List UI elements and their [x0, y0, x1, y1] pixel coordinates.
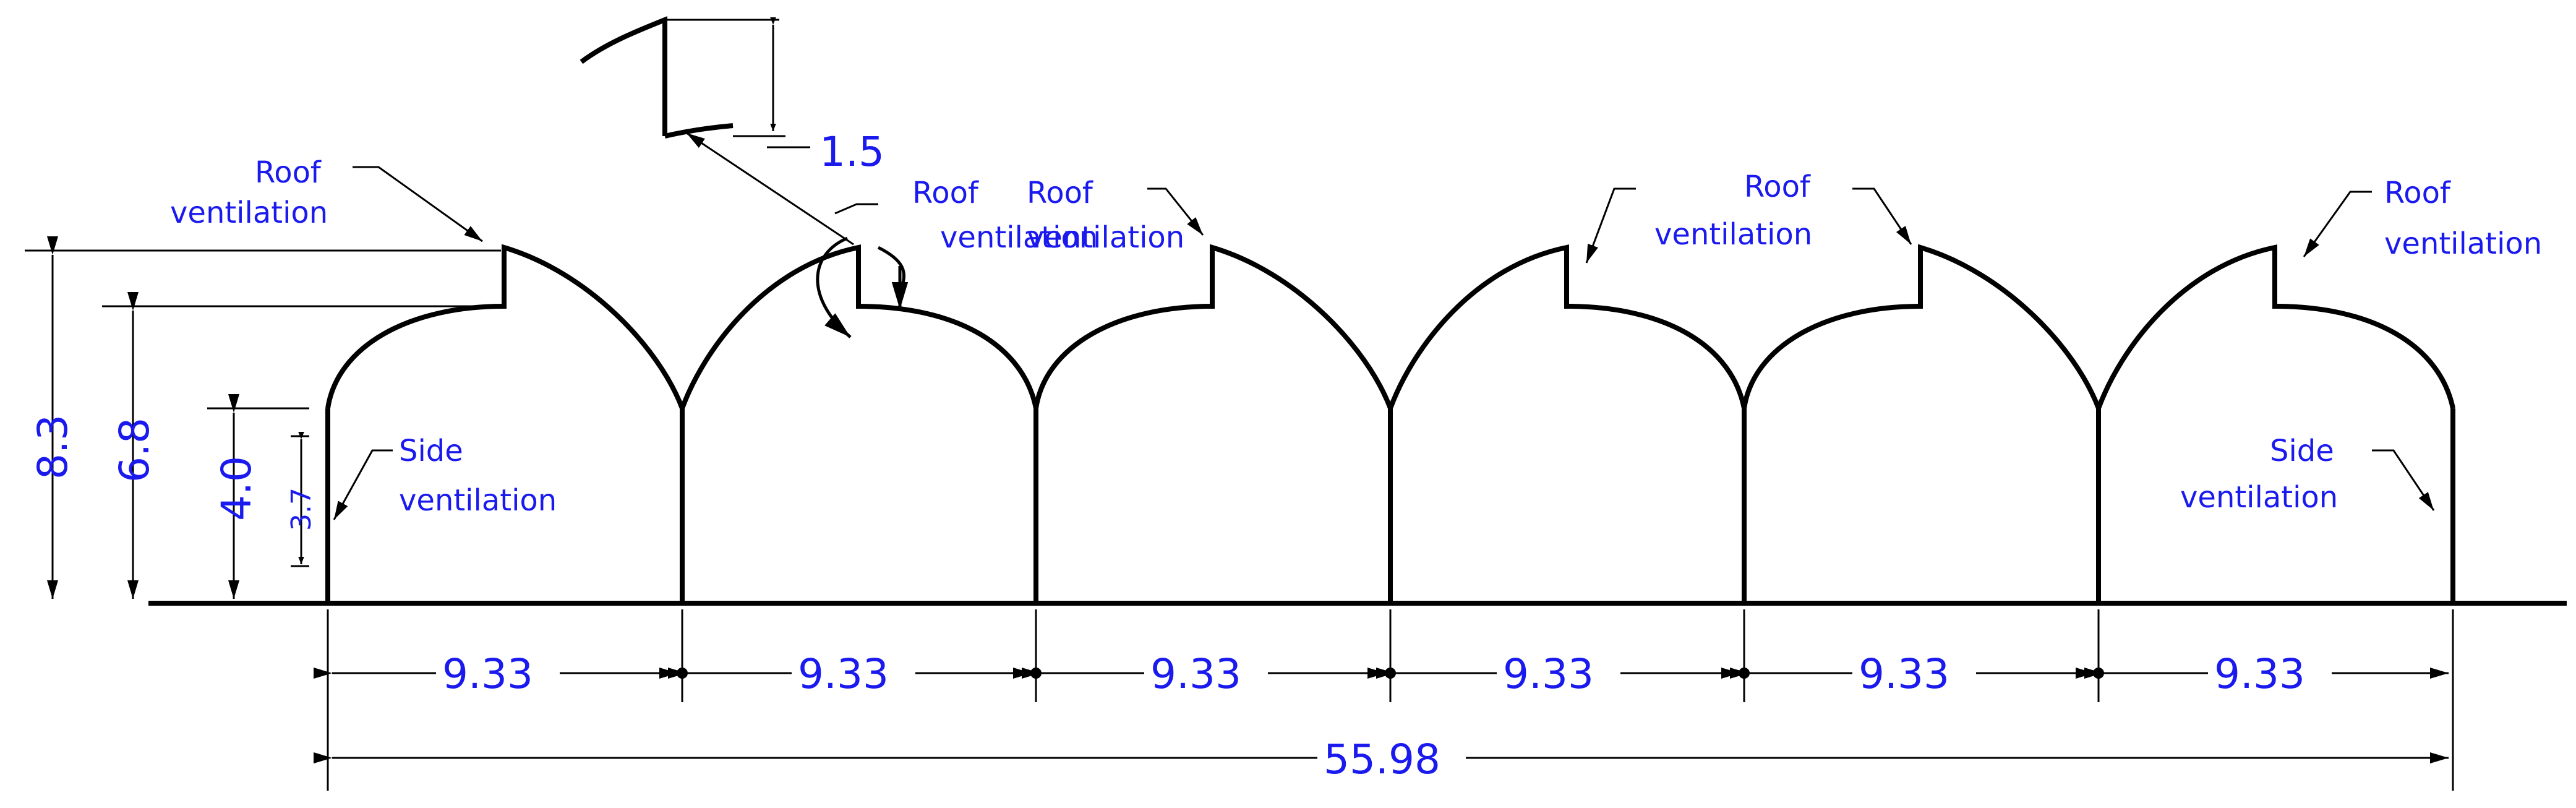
section-width-dim: 9.33	[2214, 650, 2305, 698]
posts	[325, 408, 2455, 603]
roof-arch	[1388, 244, 1747, 410]
section-width-dim: 9.33	[798, 650, 889, 698]
svg-text:ventilation: ventilation	[940, 220, 1098, 255]
roof-ventilation-label: Roof ventilation	[1585, 170, 1912, 264]
svg-text:Roof: Roof	[1027, 176, 1093, 210]
width-dimensions: 9.33 9.33 9.33 9.33 9.33 9.33 55.98	[314, 609, 2454, 791]
roof-arch	[2096, 244, 2455, 410]
svg-text:ventilation: ventilation	[2180, 480, 2338, 515]
roof-arch	[1033, 244, 1393, 410]
section-width-dim: 9.33	[1503, 650, 1594, 698]
roof-ventilation-label: Roof ventilation	[834, 176, 1098, 255]
roof-arches	[325, 244, 2455, 410]
section-width-dim: 9.33	[442, 650, 533, 698]
roof-arch	[1742, 244, 2101, 410]
side-vent-height-dim: 3.7	[286, 488, 317, 531]
roof-ventilation-label: Roof ventilation	[170, 155, 483, 243]
side-ventilation-label: Side ventilation	[2180, 434, 2435, 515]
roof-arch	[325, 244, 685, 410]
svg-text:ventilation: ventilation	[1027, 220, 1184, 255]
svg-text:ventilation: ventilation	[1654, 217, 1812, 252]
roof-ventilation-label: Roof ventilation	[1027, 176, 1204, 255]
section-width-dim: 9.33	[1859, 650, 1949, 698]
side-ventilation-label: Side ventilation	[333, 434, 557, 520]
height-dimensions: 8.3 6.8 4.0 3.7	[25, 236, 501, 599]
svg-text:Roof: Roof	[1744, 170, 1811, 204]
svg-text:ventilation: ventilation	[170, 196, 328, 230]
roof-ventilation-label: Roof ventilation	[2303, 176, 2542, 261]
vent-detail: 1.5	[580, 16, 909, 338]
section-width-dim: 9.33	[1150, 650, 1241, 698]
vent-opening-dim: 1.5	[819, 128, 884, 176]
svg-text:ventilation: ventilation	[399, 483, 557, 518]
ridge-height-dim: 8.3	[29, 415, 77, 479]
svg-text:Side: Side	[399, 434, 463, 468]
svg-text:Side: Side	[2270, 434, 2334, 468]
roof-arch	[680, 244, 1038, 410]
svg-text:Roof: Roof	[912, 176, 979, 210]
svg-text:Roof: Roof	[2384, 176, 2451, 210]
wall-height-dim: 4.0	[213, 456, 260, 521]
svg-text:Roof: Roof	[255, 155, 322, 190]
svg-text:ventilation: ventilation	[2384, 226, 2542, 261]
total-width-dim: 55.98	[1324, 736, 1440, 783]
gutter-height-dim: 6.8	[111, 418, 158, 483]
